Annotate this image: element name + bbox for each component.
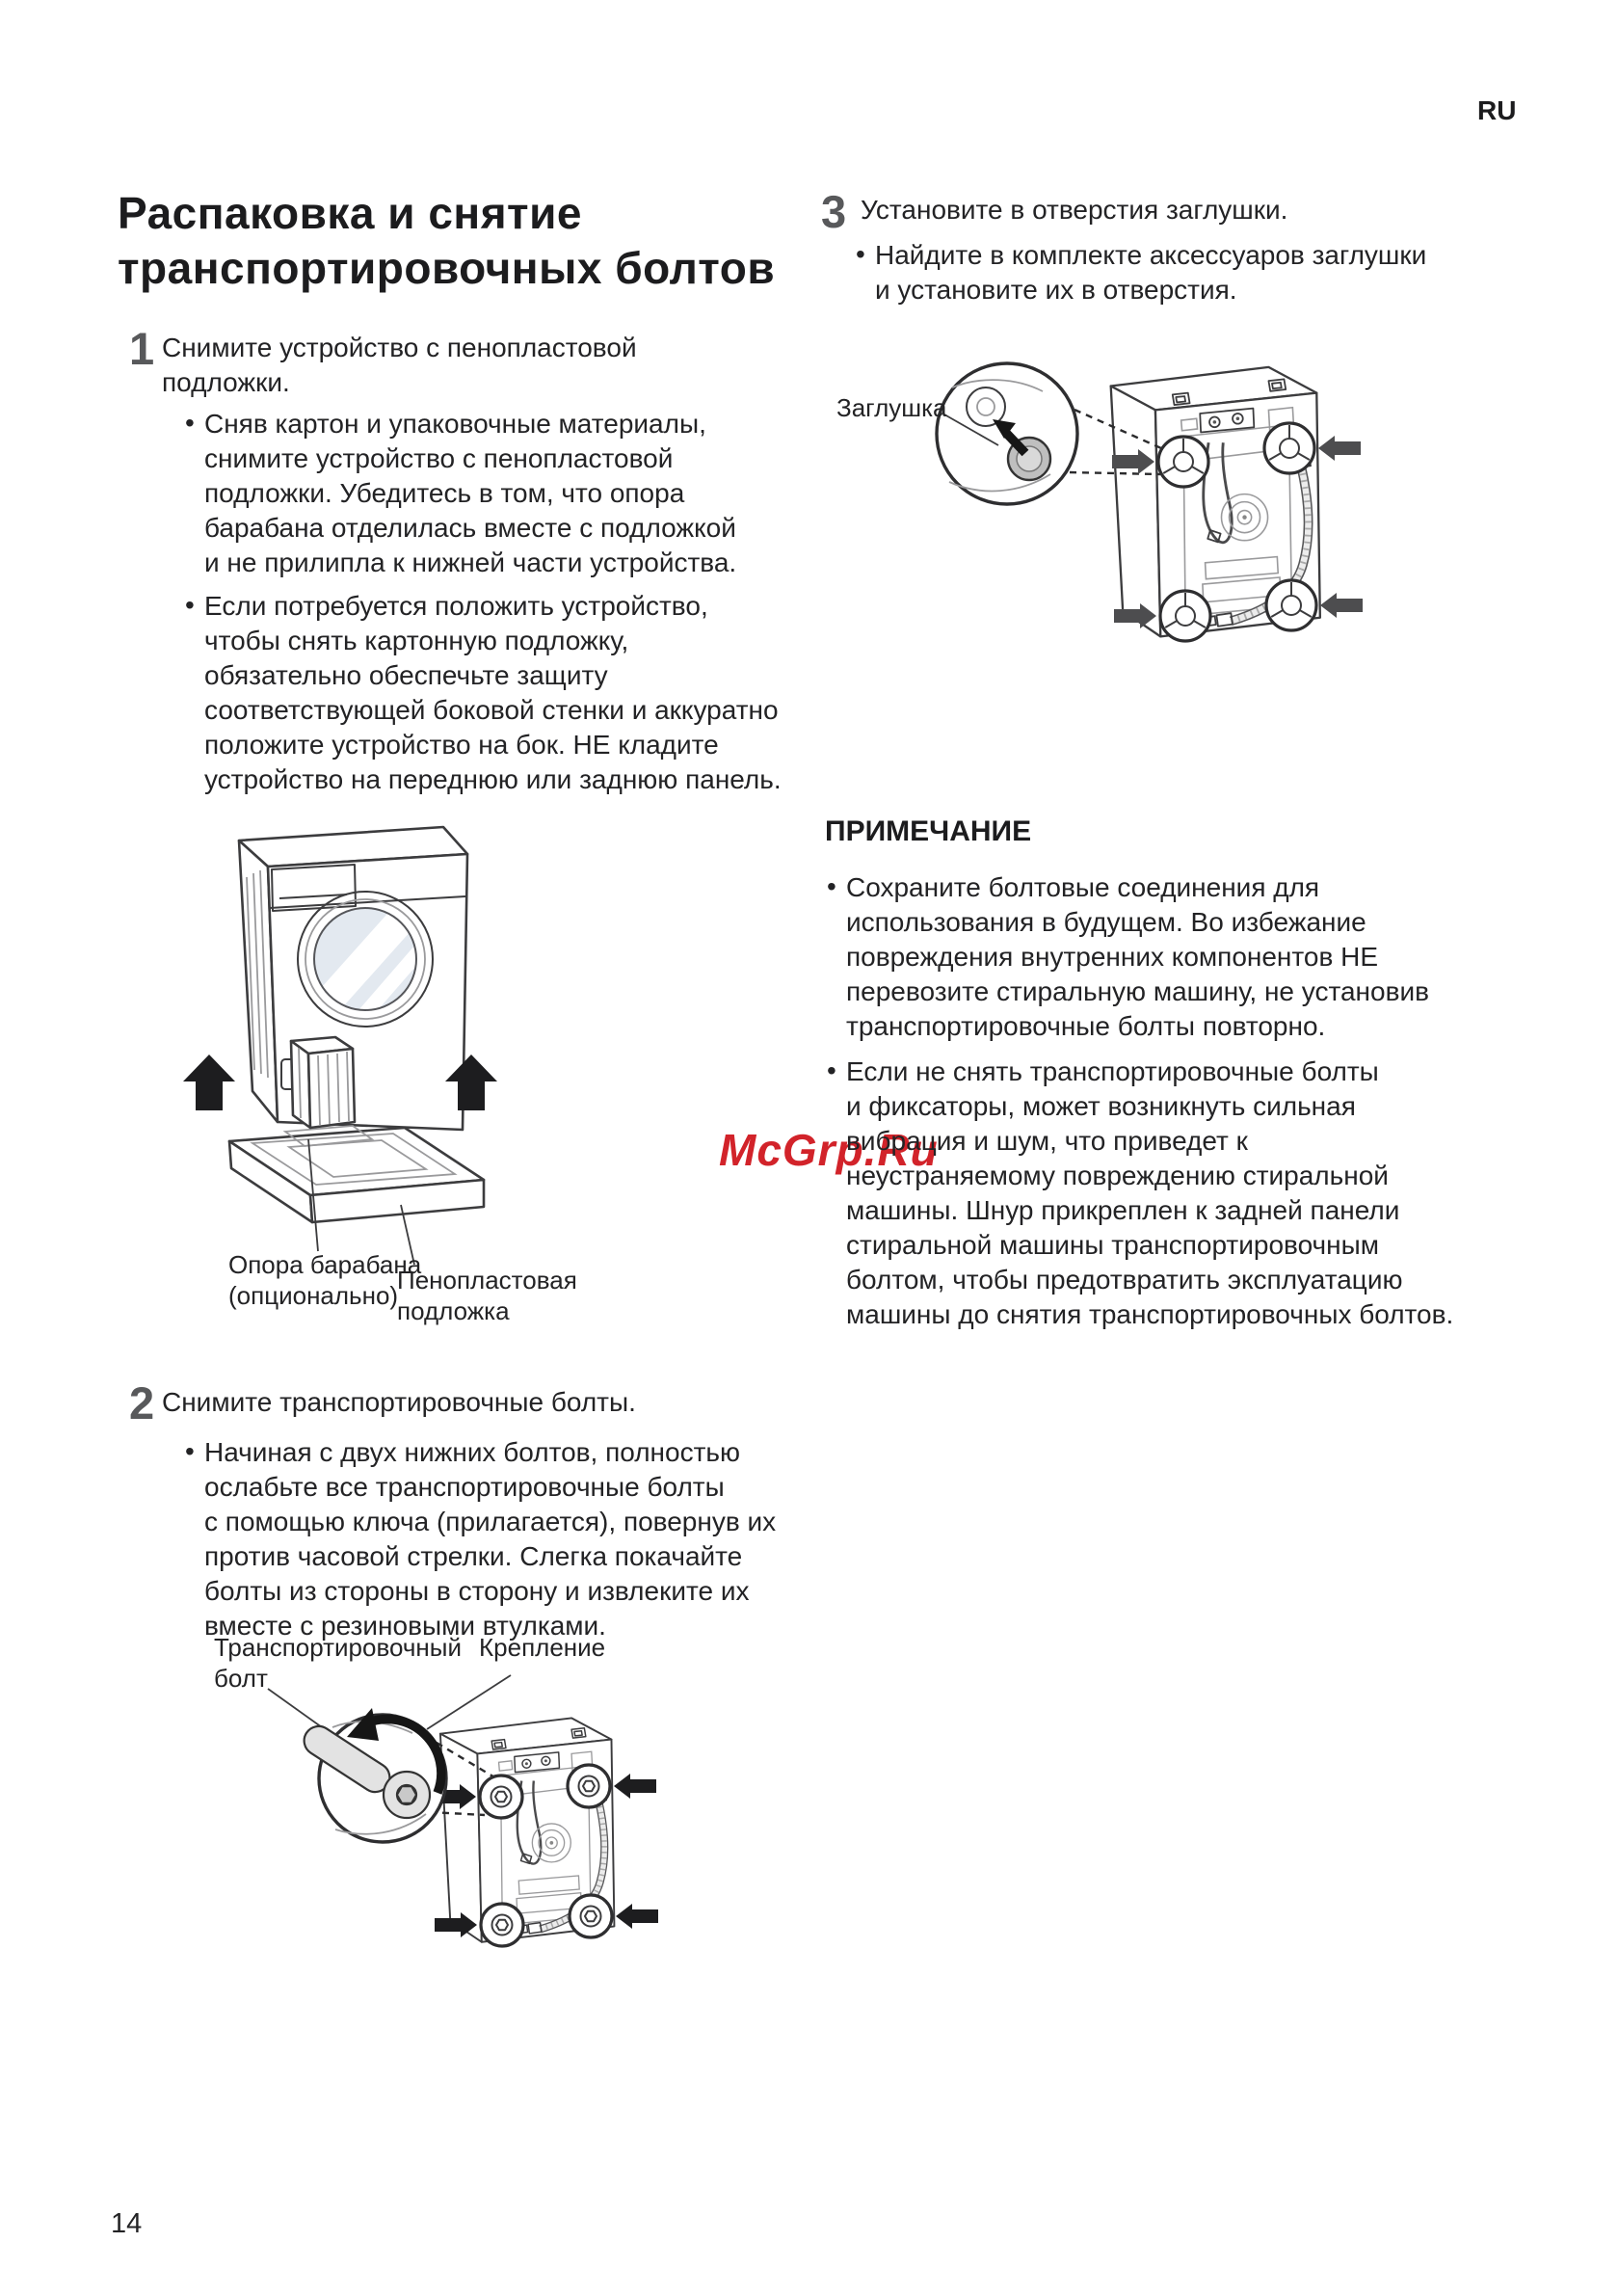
step-2-bullet-1: Начиная с двух нижних болтов, полностью …	[185, 1434, 840, 1643]
step-1-bullet-1: Сняв картон и упаковочные материалы, сни…	[185, 406, 821, 580]
transit-bolts	[478, 1763, 614, 1948]
figure-remove-bolts	[267, 1674, 658, 1948]
language-code: RU	[1477, 95, 1517, 125]
counterclockwise-arrowhead	[347, 1708, 379, 1741]
lift-arrow-right	[445, 1055, 497, 1110]
plug-arrows	[1112, 436, 1363, 628]
bolt-holes	[1156, 421, 1318, 643]
step-3-heading: Установите в отверстия заглушки.	[861, 195, 1288, 225]
plug-pointer-line	[943, 414, 999, 446]
page-title: Распаковка и снятие транспортировочных б…	[118, 188, 776, 293]
foam-base	[227, 1125, 486, 1224]
insert-arrow	[1002, 429, 1029, 457]
counterclockwise-arrow	[364, 1714, 446, 1795]
figure2-label-bracket: Крепление	[479, 1633, 606, 1662]
magnifier-callout-dashes	[429, 1741, 497, 1817]
drum-support-block	[289, 1035, 357, 1130]
bracket-pointer-line	[426, 1674, 512, 1730]
step-3-number: 3	[821, 186, 847, 237]
magnifier-callout-dashes	[1069, 408, 1162, 476]
note-heading: ПРИМЕЧАНИЕ	[825, 815, 1032, 847]
figure3-label-plug: Заглушка	[836, 393, 947, 422]
wrench-head	[384, 1772, 430, 1818]
note-bullet-2: Если не снять транспортировочные болты и…	[827, 1054, 1530, 1332]
magnifier-plug	[935, 361, 1079, 506]
figure-insert-plugs	[935, 361, 1363, 643]
lift-arrow-left	[183, 1055, 235, 1110]
figure1-label-foam-base: Пенопластовая подложка	[397, 1266, 577, 1325]
step-2-number: 2	[129, 1377, 155, 1428]
bolt-heads	[490, 1775, 602, 1936]
figure-unpacking	[183, 825, 497, 1266]
magnifier-wrench	[303, 1708, 448, 1844]
hole-centers	[1162, 425, 1313, 628]
step-1-heading: Снимите устройство с пенопластовой подло…	[162, 333, 637, 397]
figure2-label-transit-bolt: Транспортировочный болт	[214, 1633, 463, 1693]
bolt-hex	[395, 1785, 418, 1804]
page-number: 14	[111, 2208, 143, 2239]
figure1-label-drum-support: Опора барабана (опционально)	[228, 1250, 422, 1310]
note-bullet-1: Сохраните болтовые соединения для исполь…	[827, 869, 1521, 1044]
support-pointer-line	[307, 1138, 319, 1252]
bolt-arrows	[434, 1774, 658, 1937]
step-2-heading: Снимите транспортировочные болты.	[162, 1387, 636, 1417]
step-1-number: 1	[129, 323, 155, 374]
plug-hole	[966, 387, 1006, 427]
insert-arrowhead	[993, 419, 1016, 439]
foam-pointer-line	[400, 1204, 415, 1266]
step-1-bullet-2: Если потребуется положить устройство, чт…	[185, 588, 840, 797]
step-3-bullet-1: Найдите в комплекте аксессуаров заглушки…	[856, 237, 1550, 307]
